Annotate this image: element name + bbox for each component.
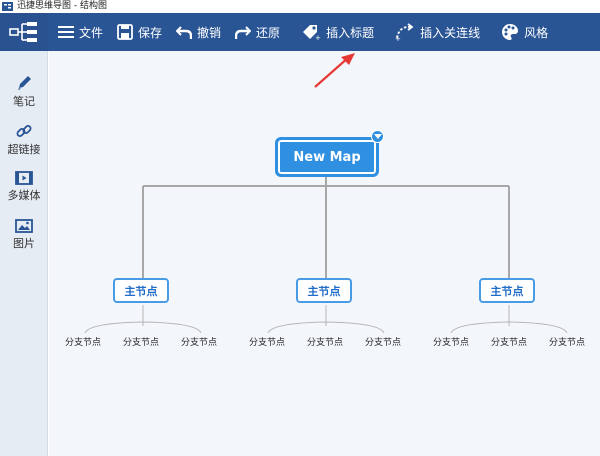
sub-topic[interactable]: 分支节点 xyxy=(549,338,586,348)
insert-topic-button-label: 插入标题 xyxy=(326,25,375,40)
root-topic[interactable]: New Map xyxy=(275,137,379,177)
sidebar-item-image-label: 图片 xyxy=(13,237,35,250)
relation-icon: + xyxy=(395,23,414,41)
window-title: 迅捷思维导图 - 结构图 xyxy=(17,1,107,11)
image-icon xyxy=(15,219,33,233)
undo-button[interactable]: 撤销 xyxy=(169,13,228,51)
mindmap-canvas[interactable]: New Map 主节点 主节点 主节点 分支节点 分支节点 分支节点 分支节点 … xyxy=(49,51,600,456)
main-topic-3[interactable]: 主节点 xyxy=(479,278,535,303)
sub-topic[interactable]: 分支节点 xyxy=(307,338,344,348)
sub-topic[interactable]: 分支节点 xyxy=(123,338,160,348)
chevron-down-icon xyxy=(373,133,382,139)
annotation-arrow xyxy=(314,53,355,88)
sub-topic[interactable]: 分支节点 xyxy=(491,338,528,348)
app-icon xyxy=(2,2,13,11)
sidebar-item-hyperlink-label: 超链接 xyxy=(7,143,41,156)
undo-button-label: 撤销 xyxy=(197,25,222,40)
svg-text:+: + xyxy=(395,35,401,41)
main-topic-label: 主节点 xyxy=(490,284,524,298)
sidebar-item-hyperlink[interactable]: 超链接 xyxy=(0,123,48,157)
mindmap-logo[interactable] xyxy=(0,13,48,51)
root-expand-button[interactable] xyxy=(371,130,384,143)
save-button[interactable]: 保存 xyxy=(110,13,169,51)
sidebar-item-multimedia-label: 多媒体 xyxy=(7,189,41,202)
title-bar: 迅捷思维导图 - 结构图 xyxy=(0,0,600,13)
insert-topic-button[interactable]: + 插入标题 xyxy=(287,13,381,51)
main-toolbar: 文件 保存 撤销 还原 + 插入标题 xyxy=(0,13,600,51)
main-topic-label: 主节点 xyxy=(307,284,341,298)
redo-button[interactable]: 还原 xyxy=(228,13,287,51)
sidebar-item-multimedia[interactable]: 多媒体 xyxy=(0,171,48,203)
file-button[interactable]: 文件 xyxy=(48,13,110,51)
main-topic-label: 主节点 xyxy=(124,284,158,298)
sub-topic[interactable]: 分支节点 xyxy=(365,338,402,348)
film-icon xyxy=(15,171,33,185)
svg-text:+: + xyxy=(315,34,321,41)
sidebar-item-note[interactable]: 笔记 xyxy=(0,75,48,109)
root-topic-label: New Map xyxy=(293,149,361,165)
file-button-label: 文件 xyxy=(79,25,104,40)
palette-icon xyxy=(502,24,519,40)
save-button-label: 保存 xyxy=(138,25,163,40)
sub-topic[interactable]: 分支节点 xyxy=(249,338,286,348)
menu-icon xyxy=(58,26,74,38)
save-icon xyxy=(117,24,133,40)
link-icon xyxy=(16,125,32,137)
pencil-icon xyxy=(18,76,31,90)
mindmap-logo-icon xyxy=(9,22,37,42)
insert-relation-button[interactable]: + 插入关连线 xyxy=(381,13,487,51)
left-sidebar: 笔记 超链接 多媒体 图片 xyxy=(0,51,48,456)
tag-icon: + xyxy=(303,25,321,41)
undo-icon xyxy=(176,26,193,39)
sub-topic[interactable]: 分支节点 xyxy=(433,338,470,348)
insert-relation-button-label: 插入关连线 xyxy=(420,25,481,40)
main-topic-2[interactable]: 主节点 xyxy=(296,278,352,303)
redo-icon xyxy=(235,26,252,39)
sidebar-item-image[interactable]: 图片 xyxy=(0,219,48,251)
style-button-label: 风格 xyxy=(524,25,549,40)
connector-lines xyxy=(84,53,568,334)
sub-topic[interactable]: 分支节点 xyxy=(65,338,102,348)
sub-topic[interactable]: 分支节点 xyxy=(181,338,218,348)
redo-button-label: 还原 xyxy=(256,25,281,40)
style-button[interactable]: 风格 xyxy=(487,13,555,51)
main-topic-1[interactable]: 主节点 xyxy=(113,278,169,303)
sidebar-item-note-label: 笔记 xyxy=(13,95,35,108)
